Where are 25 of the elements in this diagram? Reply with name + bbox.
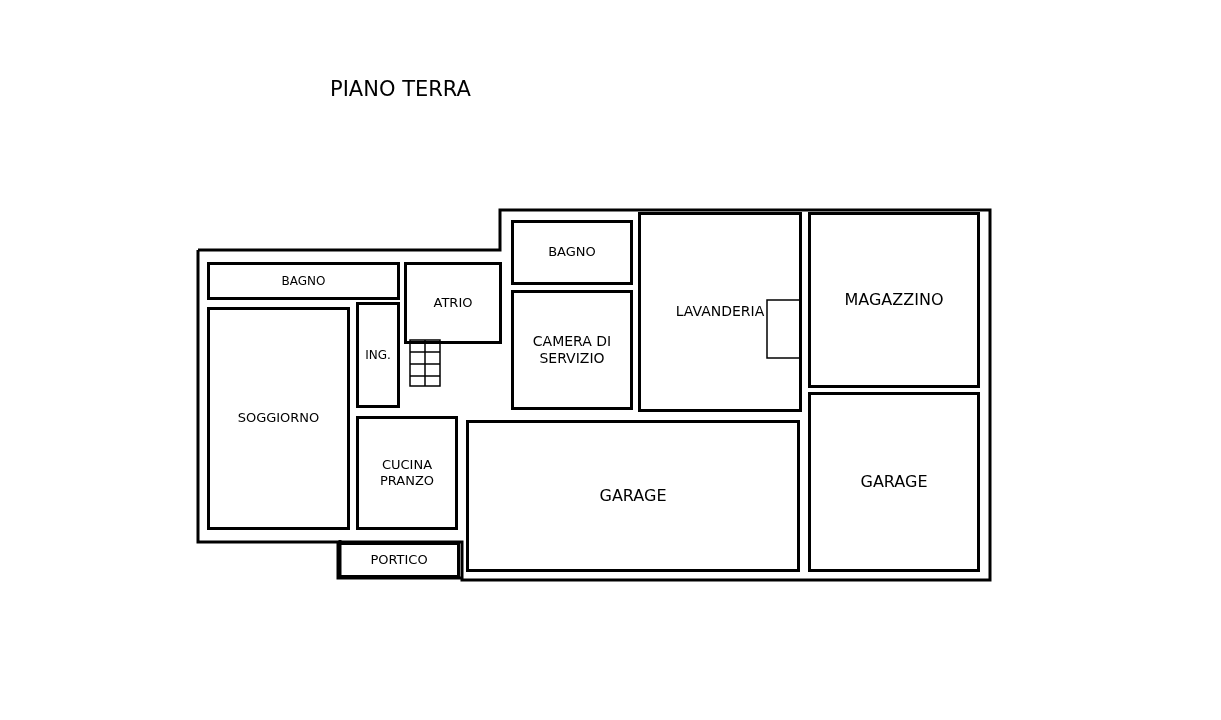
room-label: SOGGIORNO [237,410,320,427]
room [207,262,400,300]
room [338,542,460,578]
room-label: PORTICO [370,551,428,569]
room-label: LAVANDERIA [675,303,765,321]
room-label: GARAGE [599,486,667,506]
room [808,212,980,388]
room [356,302,400,408]
room [207,307,350,530]
room-label: MAGAZZINO [844,290,944,310]
room [511,290,633,410]
room-label: BAGNO [548,244,596,261]
room [808,392,980,572]
plan-title: PIANO TERRA [330,76,471,103]
room-label: CUCINA PRANZO [378,456,436,490]
room-label: ING. [365,347,391,363]
room [356,416,458,530]
room [638,212,802,412]
room [511,220,633,285]
room [466,420,800,572]
room [404,262,502,344]
room-label: BAGNO [281,273,326,289]
room-label: GARAGE [860,472,928,492]
room-label: CAMERA DI SERVIZIO [531,332,613,368]
room-label: ATRIO [433,294,473,312]
